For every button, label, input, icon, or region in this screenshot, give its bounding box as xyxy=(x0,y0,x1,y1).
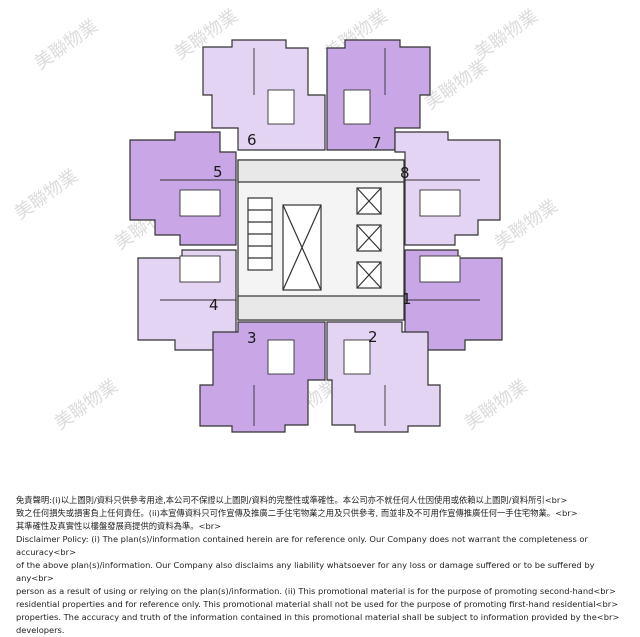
interior-details xyxy=(160,48,480,426)
disclaimer-en-line: of the above plan(s)/information. Our Co… xyxy=(16,560,595,583)
disclaimer-zh-line: 其準確性及真實性以樓盤發展商提供的資料為準。<br> xyxy=(16,521,222,531)
disclaimer-zh-line: 免責聲明:(i)以上圖則/資料只供參考用途,本公司不保證以上圖則/資料的完整性或… xyxy=(16,495,568,505)
unit-label-1: 1 xyxy=(402,290,412,308)
unit-label-3: 3 xyxy=(247,329,257,347)
unit-3-shape xyxy=(199,321,326,433)
disclaimer-en-line: residential properties and for reference… xyxy=(16,599,619,609)
central-core xyxy=(237,159,405,321)
watermark: 美聯物業 xyxy=(491,196,562,254)
unit-label-6: 6 xyxy=(247,131,257,149)
watermark: 美聯物業 xyxy=(11,166,82,224)
unit-label-4: 4 xyxy=(209,296,219,314)
watermark: 美聯物業 xyxy=(471,6,542,64)
unit-2-shape xyxy=(326,321,441,433)
unit-5-shape xyxy=(129,131,237,246)
watermark: 美聯物業 xyxy=(461,376,532,434)
disclaimer-en-line: developers. xyxy=(16,625,65,635)
disclaimer-zh-line: 致之任何損失或損害負上任何責任。(ii)本宣傳資料只可作宣傳及推廣二手住宅物業之… xyxy=(16,508,578,518)
unit-6-shape xyxy=(202,39,326,151)
disclaimer-en-line: person as a result of using or relying o… xyxy=(16,586,616,596)
disclaimer-en-line: Disclaimer Policy: (i) The plan(s)/infor… xyxy=(16,534,588,557)
unit-label-8: 8 xyxy=(400,164,410,182)
unit-label-5: 5 xyxy=(213,163,223,181)
disclaimer: 免責聲明:(i)以上圖則/資料只供參考用途,本公司不保證以上圖則/資料的完整性或… xyxy=(16,494,628,637)
disclaimer-en-line: properties. The accuracy and truth of th… xyxy=(16,612,620,622)
unit-label-2: 2 xyxy=(368,328,378,346)
unit-8-shape xyxy=(394,131,501,246)
unit-label-7: 7 xyxy=(372,134,382,152)
floor-plan: 美聯物業美聯物業美聯物業美聯物業美聯物業美聯物業美聯物業美聯物業美聯物業美聯物業… xyxy=(11,6,562,434)
watermark: 美聯物業 xyxy=(31,16,102,74)
watermark: 美聯物業 xyxy=(51,376,122,434)
watermark: 美聯物業 xyxy=(421,56,492,114)
